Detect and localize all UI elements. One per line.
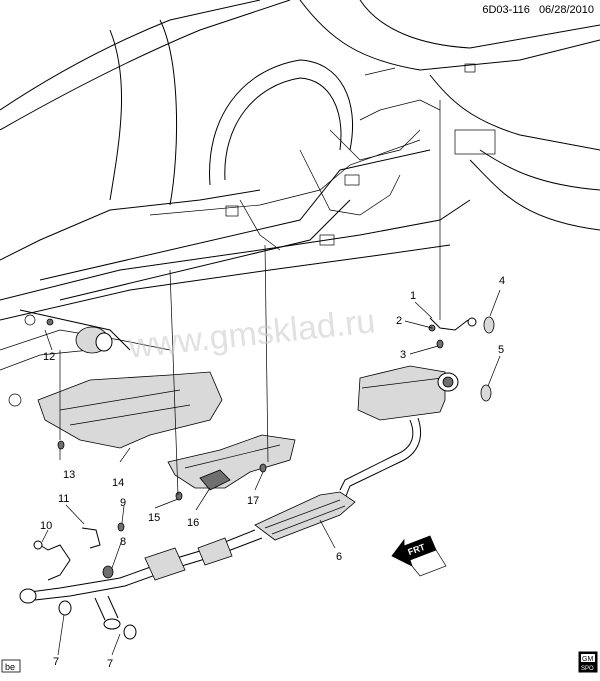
- logo-top-text: GM: [582, 656, 593, 663]
- hanger-parts: [33, 316, 495, 581]
- callout-3: 3: [400, 349, 406, 361]
- callout-10: 10: [40, 520, 52, 532]
- front-direction-arrow: FRT: [391, 535, 447, 577]
- leader-lines: [41, 100, 501, 656]
- watermark: www.gmsklad.ru: [126, 302, 377, 366]
- callout-17: 17: [247, 495, 259, 507]
- rear-muffler: [357, 365, 459, 421]
- callout-12: 12: [43, 351, 55, 363]
- callout-2: 2: [396, 315, 402, 327]
- corner-tag: be: [1, 659, 21, 673]
- callouts: 1 2 3 4 5 6 7 7 8 9 10 11 12 13 14 15 16…: [40, 275, 505, 670]
- gm-logo: GM SPO: [578, 651, 598, 673]
- callout-9: 9: [120, 497, 126, 509]
- callout-1: 1: [410, 290, 416, 302]
- corner-tag-text: be: [5, 662, 15, 672]
- heat-shield-16: [167, 434, 296, 491]
- callout-7a: 7: [53, 656, 59, 668]
- callout-8: 8: [120, 536, 126, 548]
- vehicle-body: [0, 0, 600, 407]
- callout-13: 13: [63, 469, 75, 481]
- callout-16: 16: [187, 517, 199, 529]
- callout-5: 5: [498, 344, 504, 356]
- callout-11: 11: [58, 493, 69, 505]
- diagram-date: 06/28/2010: [538, 4, 594, 16]
- callout-15: 15: [148, 512, 160, 524]
- callout-4: 4: [499, 275, 505, 287]
- diagram-code: 6D03-116: [482, 4, 530, 16]
- diagram-header: 6D03-116 06/28/2010: [476, 4, 594, 16]
- heat-shield-14: [37, 371, 223, 449]
- logo-bottom-text: SPO: [581, 666, 594, 672]
- callout-7b: 7: [107, 658, 113, 670]
- callout-6: 6: [336, 551, 342, 563]
- callout-14: 14: [112, 477, 124, 489]
- exhaust-pipe: [19, 417, 422, 640]
